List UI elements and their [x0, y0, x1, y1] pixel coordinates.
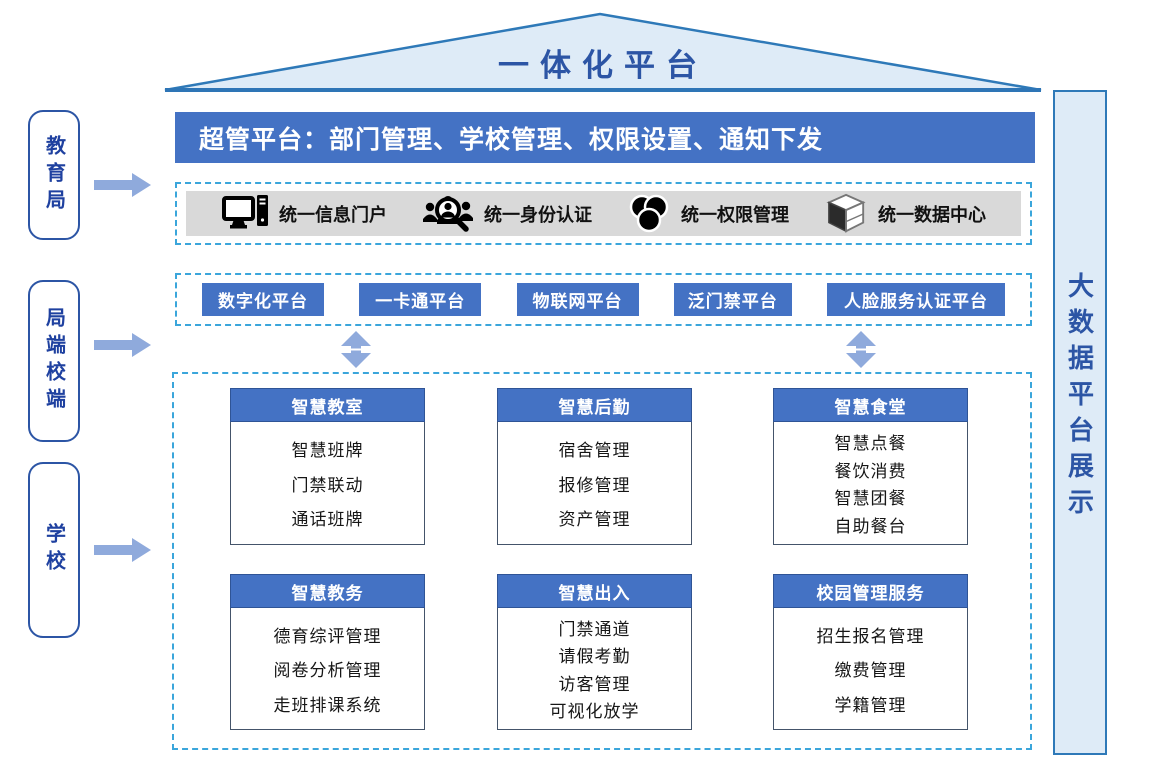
module-item: 门禁通道	[558, 619, 631, 639]
module-item: 智慧班牌	[291, 440, 364, 460]
module-item: 门禁联动	[291, 475, 364, 495]
super-admin-banner: 超管平台：部门管理、学校管理、权限设置、通知下发	[175, 112, 1035, 163]
service-info-portal: 统一信息门户	[221, 194, 387, 234]
module-card-smart-academics: 智慧教务 德育综评管理 阅卷分析管理 走班排课系统	[230, 574, 425, 730]
module-card-body: 德育综评管理 阅卷分析管理 走班排课系统	[230, 608, 425, 730]
service-label: 统一权限管理	[681, 204, 789, 225]
roof-triangle	[164, 12, 1042, 92]
unified-services-bar: 统一信息门户 统一身份认证	[186, 191, 1021, 236]
platforms-section: 数字化平台 一卡通平台 物联网平台 泛门禁平台 人脸服务认证平台	[175, 273, 1032, 326]
service-data-center: 统一数据中心	[824, 193, 986, 235]
module-item: 资产管理	[558, 510, 631, 530]
module-item: 餐饮消费	[834, 461, 907, 481]
service-identity-auth: 统一身份认证	[422, 194, 592, 234]
left-group-label: 学校	[42, 523, 65, 577]
platform-button-iot[interactable]: 物联网平台	[516, 283, 639, 316]
module-card-smart-classroom: 智慧教室 智慧班牌 门禁联动 通话班牌	[230, 388, 425, 545]
module-card-body: 智慧点餐 餐饮消费 智慧团餐 自助餐台	[773, 422, 968, 545]
module-item: 通话班牌	[291, 510, 364, 530]
module-card-title: 智慧食堂	[773, 388, 968, 422]
data-cube-icon	[826, 193, 866, 233]
module-card-smart-access: 智慧出入 门禁通道 请假考勤 访客管理 可视化放学	[497, 574, 692, 730]
module-item: 德育综评管理	[273, 626, 382, 646]
school-modules-container	[172, 372, 1032, 750]
right-arrow-icon	[94, 538, 151, 562]
module-item: 访客管理	[558, 674, 631, 694]
monitor-pc-icon	[222, 194, 268, 228]
service-label: 统一身份认证	[484, 204, 592, 225]
module-item: 智慧团餐	[834, 489, 907, 509]
left-group-label: 局端校端	[42, 307, 65, 415]
platform-button-face-auth[interactable]: 人脸服务认证平台	[827, 283, 1005, 316]
module-card-title: 智慧教务	[230, 574, 425, 608]
page-title: 一体化平台	[498, 48, 708, 83]
venn-circles-icon	[629, 194, 669, 232]
service-label: 统一数据中心	[878, 204, 986, 225]
right-arrow-icon	[94, 333, 151, 357]
module-item: 请假考勤	[558, 647, 631, 667]
service-permission-mgmt: 统一权限管理	[627, 194, 789, 234]
module-item: 宿舍管理	[558, 440, 631, 460]
module-card-smart-logistics: 智慧后勤 宿舍管理 报修管理 资产管理	[497, 388, 692, 545]
left-group-school: 学校	[28, 462, 80, 638]
platform-button-digital[interactable]: 数字化平台	[202, 283, 324, 316]
module-card-title: 智慧出入	[497, 574, 692, 608]
big-data-platform-label: 大数据平台展示	[1064, 271, 1095, 524]
left-group-bureau-school-side: 局端校端	[28, 280, 80, 442]
module-item: 报修管理	[558, 475, 631, 495]
platform-button-onecard[interactable]: 一卡通平台	[359, 283, 482, 316]
module-card-title: 智慧教室	[230, 388, 425, 422]
super-admin-banner-text: 超管平台：部门管理、学校管理、权限设置、通知下发	[199, 125, 824, 154]
module-card-body: 宿舍管理 报修管理 资产管理	[497, 422, 692, 545]
module-card-smart-canteen: 智慧食堂 智慧点餐 餐饮消费 智慧团餐 自助餐台	[773, 388, 968, 545]
unified-services-section: 统一信息门户 统一身份认证	[175, 182, 1032, 245]
left-group-education-bureau: 教育局	[28, 110, 80, 240]
service-label: 统一信息门户	[279, 204, 387, 225]
up-down-arrow-icon	[846, 331, 876, 368]
left-group-label: 教育局	[42, 134, 65, 216]
module-item: 走班排课系统	[273, 695, 382, 715]
module-item: 可视化放学	[549, 702, 640, 722]
module-card-body: 招生报名管理 缴费管理 学籍管理	[773, 608, 968, 730]
platform-button-access[interactable]: 泛门禁平台	[673, 283, 792, 316]
module-item: 自助餐台	[834, 517, 907, 537]
module-card-title: 校园管理服务	[773, 574, 968, 608]
up-down-arrow-icon	[341, 331, 371, 368]
module-card-body: 智慧班牌 门禁联动 通话班牌	[230, 422, 425, 545]
module-item: 智慧点餐	[834, 433, 907, 453]
module-card-body: 门禁通道 请假考勤 访客管理 可视化放学	[497, 608, 692, 730]
module-item: 学籍管理	[834, 695, 907, 715]
module-card-title: 智慧后勤	[497, 388, 692, 422]
big-data-platform-bar: 大数据平台展示	[1053, 90, 1107, 755]
module-item: 缴费管理	[834, 661, 907, 680]
module-card-campus-mgmt: 校园管理服务 招生报名管理 缴费管理 学籍管理	[773, 574, 968, 730]
module-item: 招生报名管理	[816, 626, 925, 646]
right-arrow-icon	[94, 173, 151, 197]
module-item: 阅卷分析管理	[273, 661, 382, 680]
identity-magnifier-icon	[423, 195, 473, 232]
